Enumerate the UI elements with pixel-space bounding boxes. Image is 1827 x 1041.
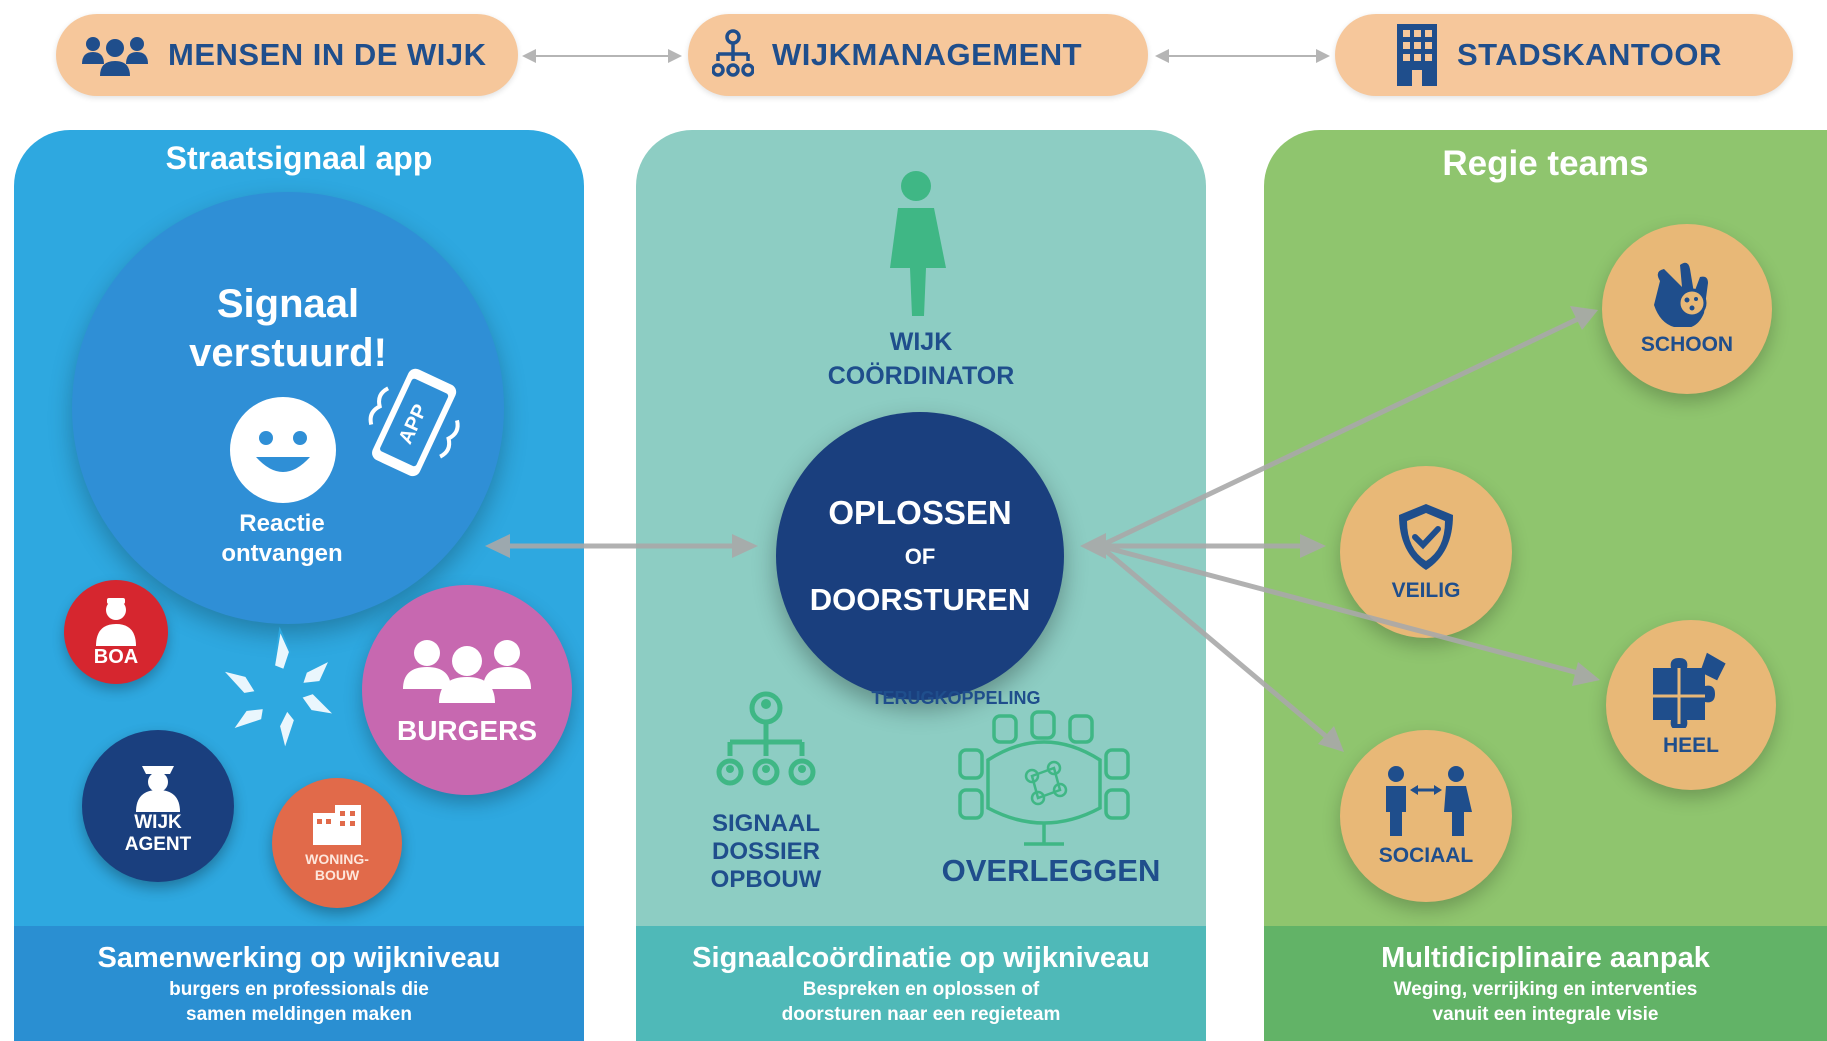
heel-label: HEEL [1662,734,1719,757]
panel-signaalcoordinatie: WIJK COÖRDINATOR OPLOSSEN OF DOORSTUREN … [636,130,1206,1041]
boa-label: BOA [93,645,139,668]
housing-building-icon [313,805,361,845]
header-double-arrow [1155,49,1330,63]
wijk-agent-circle: WIJK AGENT [82,730,234,882]
office-building-icon [1397,24,1437,86]
woningbouw-circle: WONING- BOUW [272,778,402,908]
footer-title: Multidiciplinaire aanpak [1381,942,1710,974]
heel-circle: HEEL [1606,620,1776,790]
arrowhead-schoon [1570,306,1598,330]
dossier-org-chart-icon [716,691,816,786]
footer-title: Signaalcoördinatie op wijkniveau [692,942,1150,974]
meeting-label: OVERLEGGEN [941,853,1161,888]
reaction-received-1: Reactie [239,510,325,537]
arrowhead-sociaal [1318,726,1344,752]
oplossen-of-doorsturen-circle: OPLOSSEN OF DOORSTUREN [776,412,1064,700]
veilig-circle: VEILIG [1340,466,1512,638]
arrow-to-schoon [1098,315,1582,549]
panel-title: Regie teams [1442,144,1649,183]
arrow-to-sociaal [1098,544,1330,740]
footer-subtitle-1: Bespreken en oplossen of [802,979,1040,1000]
people-group-icon [82,37,148,76]
police-officer-icon [136,766,180,812]
panel-title: Straatsignaal app [165,140,433,176]
two-people-icon [1386,766,1472,836]
arrowhead-veilig [1300,534,1326,558]
arrowhead-center-in [732,534,758,558]
center-label-2: OF [904,544,936,569]
smiley-icon [230,397,336,503]
footer-title: Samenwerking op wijkniveau [97,942,501,974]
dossier-label-1: SIGNAAL [712,810,820,837]
burgers-circle: BURGERS [362,585,572,795]
veilig-label: VEILIG [1391,579,1461,602]
footer-samenwerking: Samenwerking op wijkniveau burgers en pr… [14,926,584,1041]
wijk-agent-label-1: WIJK [134,812,182,833]
coordinator-label-1: WIJK [889,328,953,356]
pill-stadskantoor: STADSKANTOOR [1335,14,1793,96]
hands-together-icon [219,626,338,754]
schoon-label: SCHOON [1640,333,1734,356]
footer-subtitle-1: burgers en professionals die [169,979,429,1000]
pill-label: WIJKMANAGEMENT [772,37,1083,72]
pill-mensen-in-de-wijk: MENSEN IN DE WIJK [56,14,518,96]
panel-regie-teams: Regie teams SCHOON VEILIG HEEL [1264,130,1827,1041]
phone-app-icon: APP [368,368,460,477]
org-chart-icon [712,29,754,77]
signal-sent-title-1: Signaal [216,282,360,326]
dossier-label-2: DOSSIER [711,838,821,865]
coordinator-label-2: COÖRDINATOR [827,362,1015,390]
footer-subtitle-2: samen meldingen maken [186,1004,412,1025]
footer-subtitle-2: vanuit een integrale visie [1432,1004,1659,1025]
footer-signaalcoordinatie: Signaalcoördinatie op wijkniveau Besprek… [636,926,1206,1041]
woningbouw-label-2: BOUW [314,867,360,883]
coordinator-person-icon [890,171,946,316]
footer-multidisciplinaire-aanpak: Multidiciplinaire aanpak Weging, verrijk… [1264,926,1827,1041]
arrowhead-heel [1572,662,1600,686]
cleaning-hand-icon [1654,262,1708,327]
sociaal-circle: SOCIAAL [1340,730,1512,902]
meeting-table-icon [958,710,1130,846]
panel-straatsignaal-app: Straatsignaal app Signaal verstuurd! APP… [14,130,584,1041]
reaction-received-2: ontvangen [221,540,343,567]
wijk-agent-label-2: AGENT [124,834,192,855]
woningbouw-label-1: WONING- [305,851,369,867]
feedback-label: TERUGKOPPELING [871,688,1041,708]
schoon-circle: SCHOON [1602,224,1772,394]
footer-subtitle-2: doorsturen naar een regieteam [781,1004,1061,1025]
signal-sent-title-2: verstuurd! [189,331,387,375]
citizens-group-icon [403,640,531,703]
shield-check-icon [1399,504,1453,570]
pill-label: MENSEN IN DE WIJK [168,37,487,72]
center-label-1: OPLOSSEN [828,494,1012,531]
officer-icon [96,597,136,646]
arrowhead-center-out [1080,533,1106,559]
boa-circle: BOA [64,580,168,684]
pill-wijkmanagement: WIJKMANAGEMENT [688,14,1148,96]
arrow-to-heel [1099,543,1583,677]
dossier-label-3: OPBOUW [710,866,822,893]
center-label-3: DOORSTUREN [809,582,1031,617]
header-double-arrow [522,49,682,63]
arrowhead-left [485,534,510,558]
pill-label: STADSKANTOOR [1457,37,1722,72]
puzzle-icon [1653,652,1726,728]
sociaal-label: SOCIAAL [1378,844,1474,867]
footer-subtitle-1: Weging, verrijking en interventies [1393,979,1698,1000]
burgers-label: BURGERS [396,715,537,746]
